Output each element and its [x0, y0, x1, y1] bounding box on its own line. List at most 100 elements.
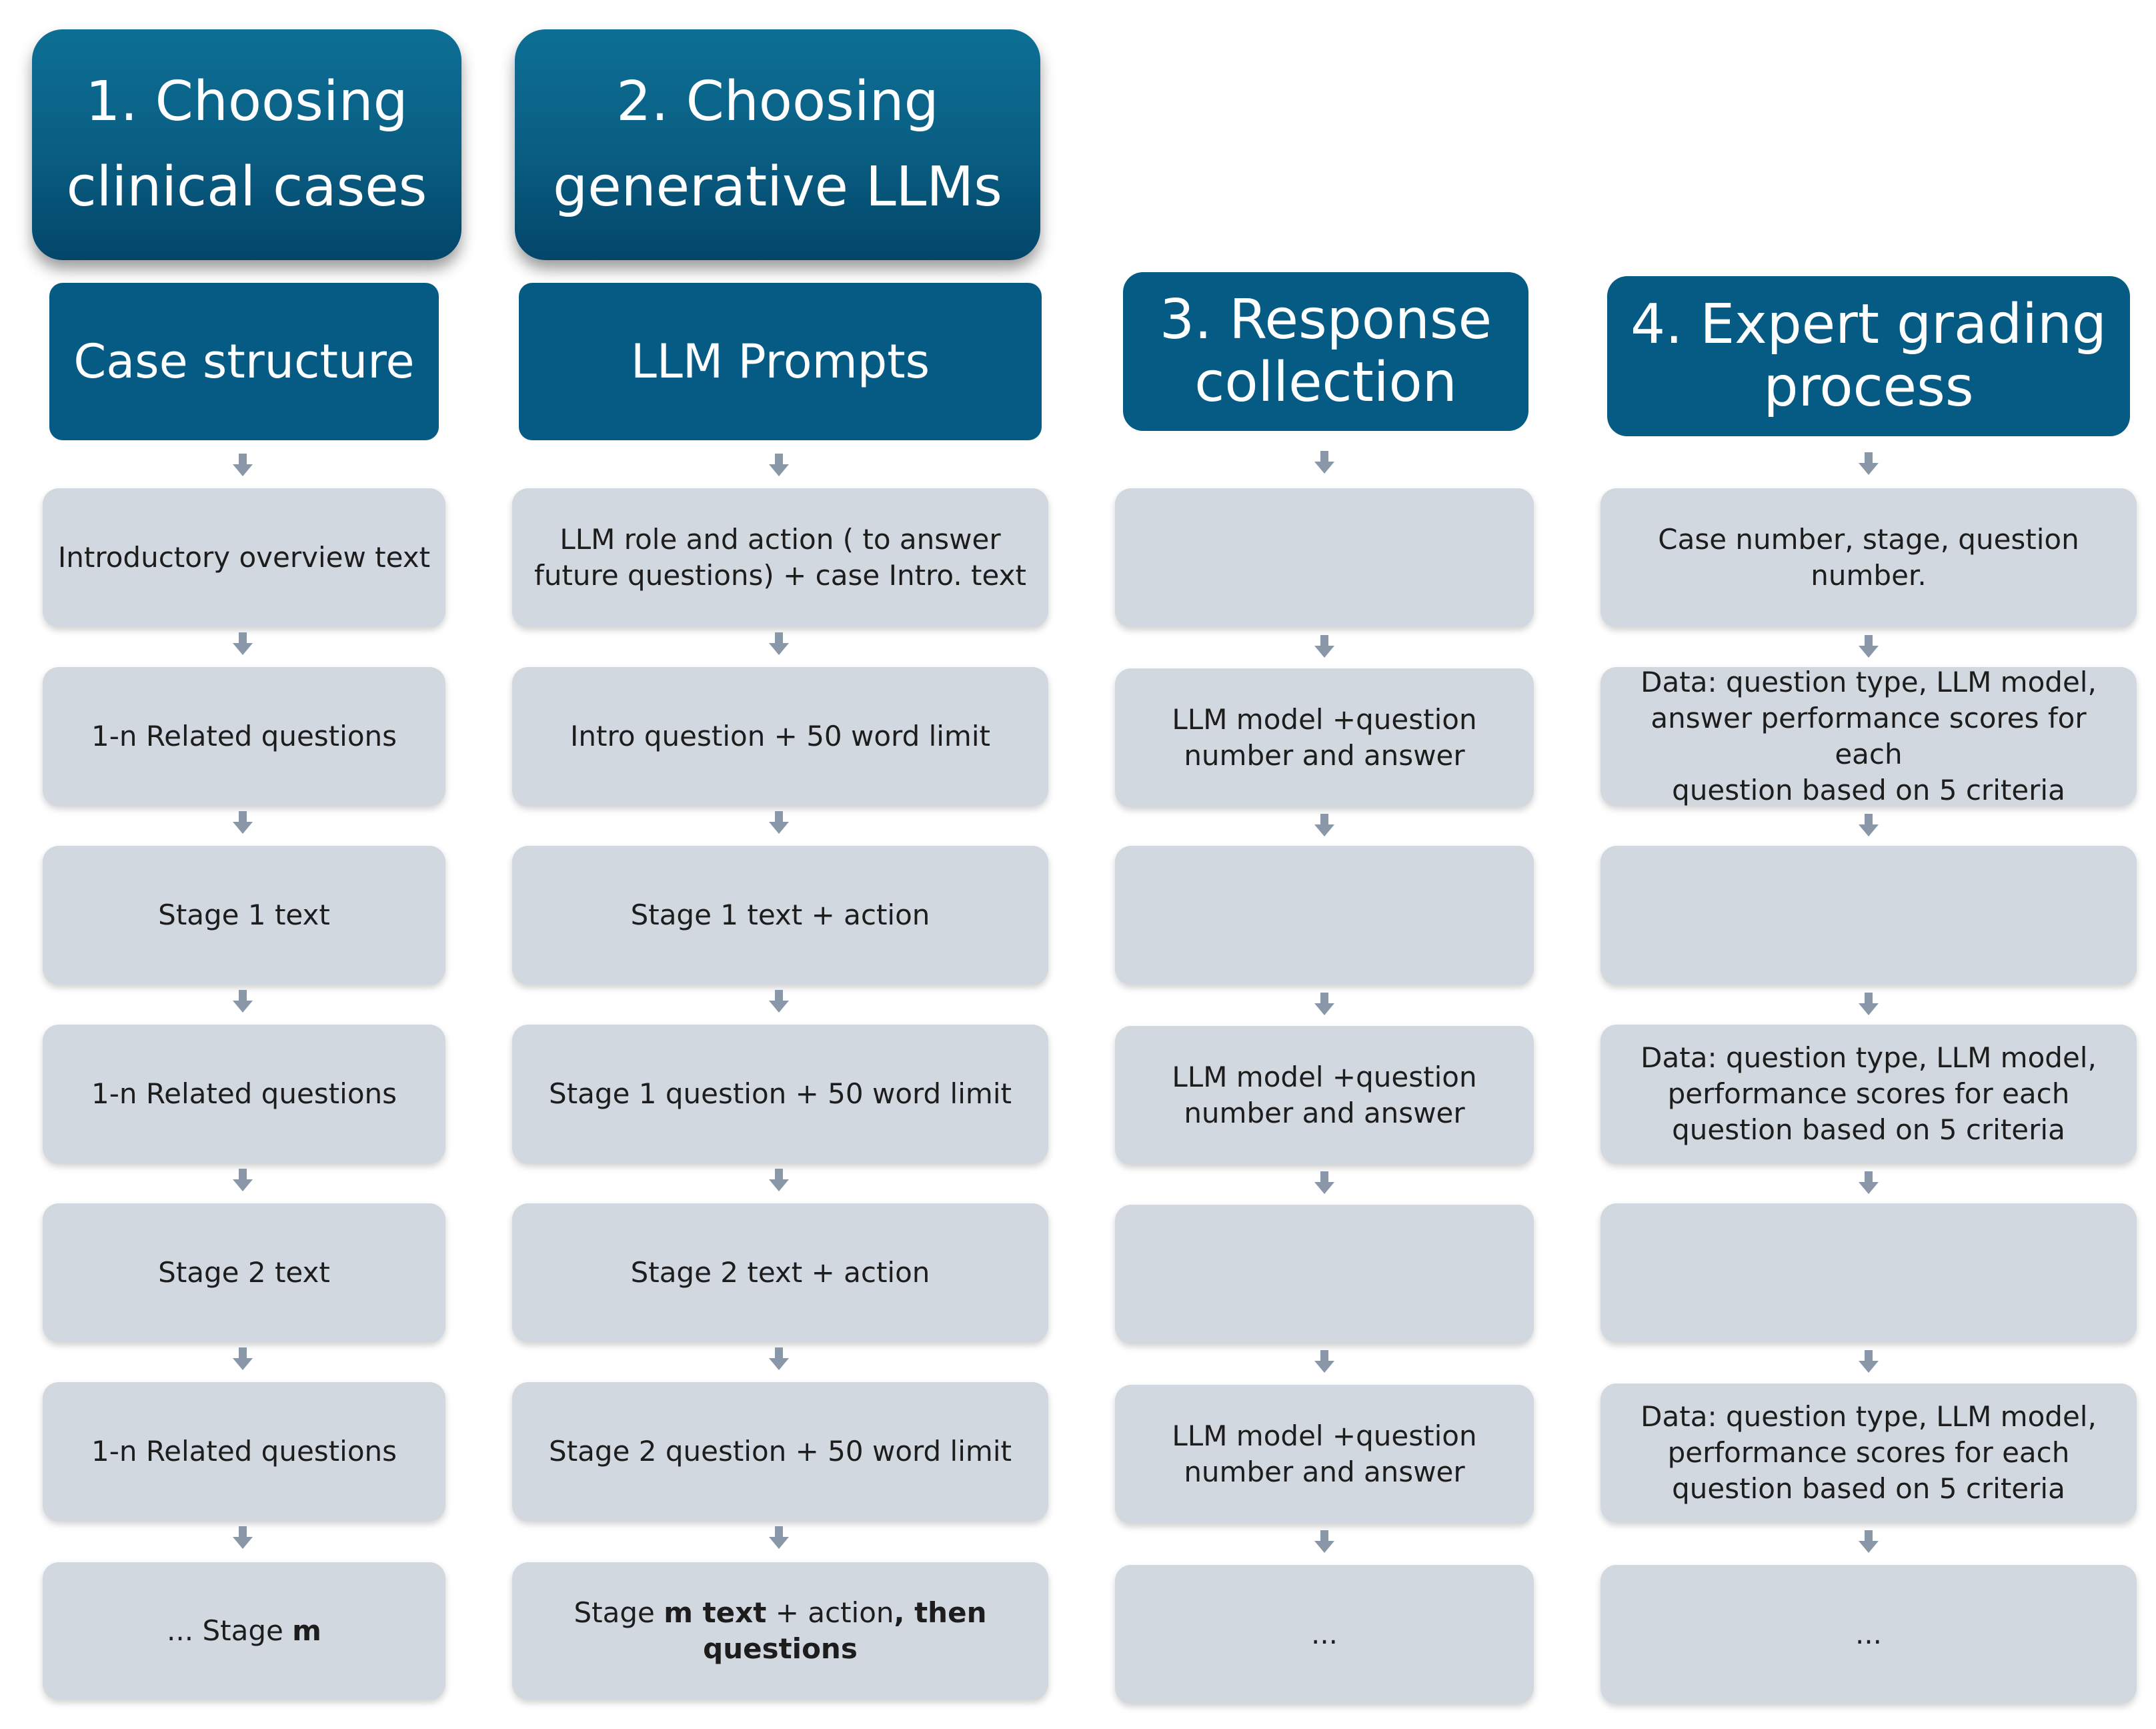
down-arrow-icon [1314, 1171, 1334, 1194]
down-arrow-icon [1859, 635, 1879, 658]
step-3-title-line-1: 3. Response [1159, 288, 1492, 352]
response-empty-box-2 [1115, 846, 1534, 985]
grading-data-box-3: Data: question type, LLM model, performa… [1600, 1383, 2137, 1522]
grading-case-line-1: Case number, stage, question [1658, 523, 2079, 556]
down-arrow-icon [1859, 452, 1879, 475]
down-arrow-icon [1859, 1171, 1879, 1194]
step-2-title-line-2: generative LLMs [553, 155, 1002, 219]
prompt-stage-m-box: Stage m text + action, then questions [512, 1562, 1048, 1700]
step-3-header: 3. Response collection [1123, 272, 1528, 431]
down-arrow-icon [769, 990, 789, 1013]
down-arrow-icon [233, 632, 253, 655]
response-more-text: ... [1310, 1618, 1338, 1650]
response-empty-box-1 [1115, 488, 1534, 627]
down-arrow-icon [1859, 1530, 1879, 1553]
grading-data-box-2: Data: question type, LLM model, performa… [1600, 1025, 2137, 1163]
grading-data-1-line-2: answer performance scores for each [1651, 702, 2087, 770]
prompt-stage-2-box: Stage 2 text + action [512, 1203, 1048, 1342]
case-stage-1-text: Stage 1 text [158, 899, 330, 931]
down-arrow-icon [233, 1169, 253, 1191]
grading-data-2-line-2: performance scores for each [1667, 1077, 2070, 1110]
response-box-3: LLM model +question number and answer [1115, 1385, 1534, 1524]
prompt-stage-m-line-2: questions [574, 1631, 987, 1667]
step-4-title-line-1: 4. Expert grading [1631, 293, 2107, 356]
down-arrow-icon [769, 811, 789, 834]
step-2-title-line-1: 2. Choosing [616, 70, 939, 133]
prompt-stage-2-question-box: Stage 2 question + 50 word limit [512, 1382, 1048, 1521]
response-more-box: ... [1115, 1565, 1534, 1704]
grading-data-1-line-3: question based on 5 criteria [1672, 774, 2065, 806]
response-2-line-2: number and answer [1184, 1097, 1465, 1129]
case-stage-m-text: ... Stage m [167, 1613, 321, 1649]
prompt-intro-question-box: Intro question + 50 word limit [512, 667, 1048, 806]
prompt-stage-m-part-b: m text [664, 1596, 767, 1629]
grading-case-line-2: number. [1811, 559, 1927, 592]
prompt-role-line-2: future questions) + case Intro. text [534, 559, 1026, 592]
prompt-role-box: LLM role and action ( to answer future q… [512, 488, 1048, 627]
response-1-line-2: number and answer [1184, 739, 1465, 772]
down-arrow-icon [1859, 814, 1879, 836]
case-intro-box: Introductory overview text [43, 488, 445, 627]
step-1-header: 1. Choosing clinical cases [32, 29, 461, 260]
prompt-intro-question-text: Intro question + 50 word limit [570, 720, 990, 752]
case-stage-1-questions-box: 1-n Related questions [43, 1025, 445, 1163]
response-3-line-1: LLM model +question [1172, 1419, 1477, 1452]
down-arrow-icon [233, 811, 253, 834]
case-intro-questions-box: 1-n Related questions [43, 667, 445, 806]
prompt-stage-2-text: Stage 2 text + action [630, 1256, 930, 1289]
prompt-role-line-1: LLM role and action ( to answer [560, 523, 1001, 556]
down-arrow-icon [233, 1347, 253, 1370]
down-arrow-icon [1314, 1530, 1334, 1553]
down-arrow-icon [769, 1347, 789, 1370]
step-1-title-line-1: 1. Choosing [85, 70, 408, 133]
response-box-2: LLM model +question number and answer [1115, 1026, 1534, 1165]
case-intro-questions-text: 1-n Related questions [91, 720, 397, 752]
grading-data-1-line-1: Data: question type, LLM model, [1641, 666, 2097, 698]
prompt-stage-m-part-d: , then [894, 1596, 987, 1629]
down-arrow-icon [233, 454, 253, 476]
llm-prompts-label: LLM Prompts [630, 334, 930, 389]
prompt-stage-2-question-text: Stage 2 question + 50 word limit [549, 1435, 1012, 1468]
response-2-line-1: LLM model +question [1172, 1061, 1477, 1093]
prompt-stage-1-question-box: Stage 1 question + 50 word limit [512, 1025, 1048, 1163]
step-1-title-line-2: clinical cases [66, 155, 427, 219]
case-stage-2-text: Stage 2 text [158, 1256, 330, 1289]
case-structure-label: Case structure [73, 334, 415, 389]
step-3-title-line-2: collection [1194, 351, 1457, 414]
case-stage-1-questions-text: 1-n Related questions [91, 1077, 397, 1110]
down-arrow-icon [233, 990, 253, 1013]
response-1-line-1: LLM model +question [1172, 703, 1477, 736]
grading-data-2-line-3: question based on 5 criteria [1672, 1113, 2065, 1146]
case-stage-m-prefix: ... Stage [167, 1614, 293, 1647]
grading-case-box: Case number, stage, question number. [1600, 488, 2137, 627]
grading-empty-box-2 [1600, 1203, 2137, 1342]
prompt-stage-m-line-1: Stage m text + action, then [574, 1595, 987, 1631]
grading-empty-box-1 [1600, 846, 2137, 985]
down-arrow-icon [1859, 1350, 1879, 1373]
step-2-header: 2. Choosing generative LLMs [515, 29, 1040, 260]
down-arrow-icon [233, 1526, 253, 1549]
prompt-stage-1-box: Stage 1 text + action [512, 846, 1048, 985]
step-4-title-line-2: process [1763, 356, 1974, 419]
llm-prompts-header: LLM Prompts [519, 283, 1042, 440]
grading-more-box: ... [1600, 1565, 2137, 1704]
case-stage-2-questions-box: 1-n Related questions [43, 1382, 445, 1521]
grading-more-text: ... [1855, 1618, 1883, 1650]
grading-data-box-1: Data: question type, LLM model, answer p… [1600, 666, 2137, 806]
response-empty-box-3 [1115, 1205, 1534, 1343]
response-3-line-2: number and answer [1184, 1456, 1465, 1488]
grading-data-2-line-1: Data: question type, LLM model, [1641, 1041, 2097, 1074]
down-arrow-icon [1314, 451, 1334, 474]
case-stage-m-var: m [292, 1614, 321, 1647]
down-arrow-icon [1859, 993, 1879, 1015]
down-arrow-icon [769, 632, 789, 655]
case-stage-2-questions-text: 1-n Related questions [91, 1435, 397, 1468]
down-arrow-icon [769, 1526, 789, 1549]
grading-data-3-line-2: performance scores for each [1667, 1436, 2070, 1469]
down-arrow-icon [1314, 993, 1334, 1015]
response-box-1: LLM model +question number and answer [1115, 668, 1534, 807]
case-stage-m-box: ... Stage m [43, 1562, 445, 1700]
down-arrow-icon [1314, 635, 1334, 658]
case-intro-text: Introductory overview text [57, 541, 431, 574]
down-arrow-icon [1314, 814, 1334, 836]
